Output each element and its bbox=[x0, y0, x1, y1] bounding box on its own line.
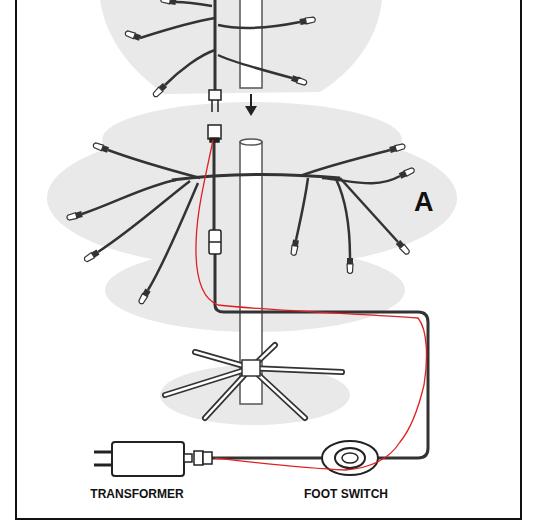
stand-leg bbox=[251, 368, 342, 372]
bulb bbox=[399, 167, 416, 179]
transformer-jack bbox=[184, 454, 192, 462]
bulb bbox=[299, 16, 315, 25]
wire bbox=[300, 150, 390, 176]
wire bbox=[165, 50, 215, 85]
frame bbox=[16, 0, 521, 519]
wire bbox=[340, 178, 398, 242]
wire bbox=[218, 22, 300, 28]
wire bbox=[214, 0, 217, 92]
figure-letter: A bbox=[414, 188, 434, 218]
transformer bbox=[94, 442, 212, 476]
bulb-glass bbox=[297, 77, 308, 86]
part-name: FOOT SWITCH bbox=[304, 488, 388, 501]
wire bbox=[215, 254, 428, 458]
bulb-glass bbox=[124, 30, 135, 39]
wire bbox=[336, 179, 350, 258]
bulb bbox=[66, 211, 83, 221]
bulb-glass bbox=[290, 245, 298, 255]
wire bbox=[296, 178, 308, 240]
transformer-prong bbox=[94, 451, 112, 454]
stand-hub bbox=[242, 360, 260, 376]
transformer-body bbox=[112, 442, 184, 476]
light-string bbox=[83, 181, 190, 263]
bulb-glass bbox=[152, 87, 163, 98]
light-string bbox=[290, 178, 308, 256]
bulb-glass bbox=[138, 294, 148, 305]
light-string bbox=[340, 178, 411, 256]
red-trace bbox=[196, 140, 427, 470]
light-string bbox=[218, 16, 316, 27]
wire bbox=[98, 181, 190, 252]
stand bbox=[165, 345, 342, 418]
switch-button bbox=[335, 448, 365, 468]
bulb-glass bbox=[347, 264, 353, 274]
light-string bbox=[138, 183, 198, 305]
arrow-shaft bbox=[250, 94, 252, 108]
light-string bbox=[92, 142, 200, 178]
plug bbox=[194, 451, 203, 465]
pole bbox=[240, 0, 262, 404]
prong bbox=[211, 100, 213, 112]
bulb-glass bbox=[395, 143, 406, 151]
bulb bbox=[389, 143, 406, 153]
light-string bbox=[66, 180, 176, 221]
wire bbox=[218, 55, 292, 78]
bulb-glass bbox=[400, 244, 411, 255]
bulb-glass bbox=[83, 253, 94, 263]
plug bbox=[203, 452, 212, 464]
bulb bbox=[124, 30, 141, 41]
light-string bbox=[218, 55, 308, 86]
light-string bbox=[124, 18, 215, 41]
main-wire bbox=[172, 0, 428, 458]
bulb bbox=[152, 83, 167, 98]
plug bbox=[209, 90, 221, 100]
pole-lower bbox=[240, 142, 262, 404]
inline-connector bbox=[209, 230, 221, 254]
bulb-glass bbox=[404, 167, 415, 176]
arrow-head bbox=[245, 106, 257, 116]
light-string bbox=[300, 143, 406, 176]
arrow bbox=[245, 94, 257, 116]
switch-button bbox=[342, 453, 358, 463]
wire bbox=[108, 150, 200, 178]
bulb-base bbox=[347, 258, 353, 264]
bulb-glass bbox=[305, 16, 315, 24]
wire bbox=[176, 2, 212, 6]
wire bbox=[140, 18, 215, 38]
bulb bbox=[291, 75, 308, 86]
inline-joint bbox=[209, 241, 221, 243]
wire bbox=[213, 139, 216, 230]
bulb bbox=[83, 249, 99, 262]
light-strings bbox=[66, 0, 415, 305]
pole-upper bbox=[240, 0, 262, 88]
bulb-glass bbox=[160, 0, 170, 4]
socket bbox=[208, 125, 221, 139]
bulb bbox=[160, 0, 176, 5]
light-string bbox=[160, 0, 212, 6]
light-string bbox=[336, 179, 353, 274]
connectors bbox=[208, 90, 221, 254]
bulb bbox=[92, 142, 109, 153]
bulb bbox=[347, 258, 353, 274]
bulb-glass bbox=[92, 142, 103, 151]
socket-collar bbox=[210, 138, 219, 142]
pole-top bbox=[240, 139, 262, 145]
bulb bbox=[396, 240, 411, 256]
wire bbox=[172, 174, 340, 180]
light-string bbox=[152, 50, 215, 98]
bulb bbox=[138, 289, 151, 305]
wire bbox=[82, 180, 176, 214]
part-name: TRANSFORMER bbox=[90, 488, 183, 501]
wire bbox=[148, 183, 198, 290]
bulb-glass bbox=[66, 213, 77, 221]
transformer-prong bbox=[94, 464, 112, 467]
prong bbox=[217, 100, 219, 112]
bulb bbox=[290, 239, 299, 255]
